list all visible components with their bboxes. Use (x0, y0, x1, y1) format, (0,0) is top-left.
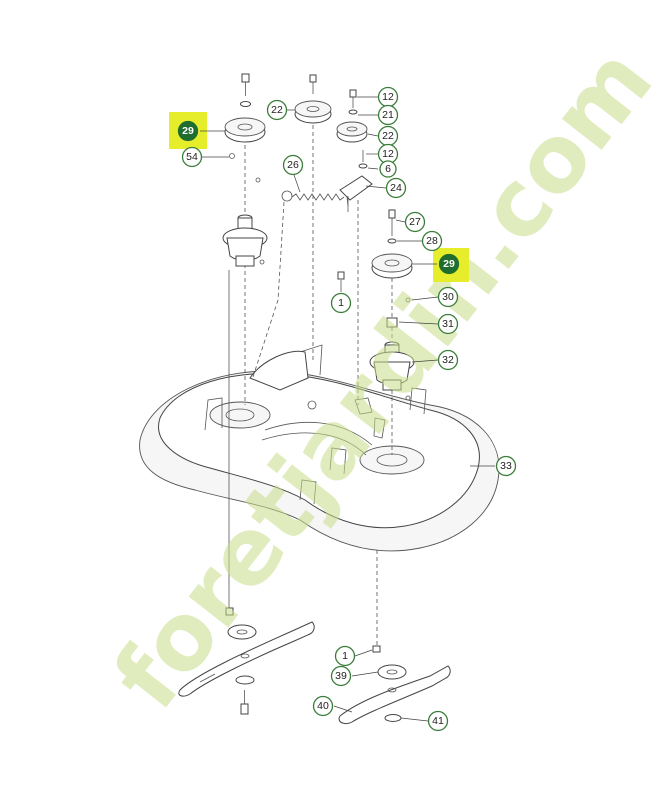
svg-text:12: 12 (382, 148, 394, 160)
right-spindle-stack (337, 209, 415, 455)
left-blade-assembly (178, 607, 315, 715)
callout-29-left: 29 (177, 120, 199, 142)
svg-text:22: 22 (271, 104, 283, 116)
callout-29-right: 29 (438, 253, 460, 275)
svg-text:1: 1 (338, 297, 344, 309)
callout-32: 32 (437, 349, 459, 371)
center-idler-stack (294, 74, 332, 360)
svg-text:29: 29 (182, 125, 194, 137)
callout-21: 21 (377, 104, 399, 126)
svg-text:24: 24 (390, 182, 402, 194)
callout-39: 39 (330, 665, 352, 687)
callout-41: 41 (427, 710, 449, 732)
callout-22-center: 22 (266, 99, 288, 121)
deck-housing (139, 344, 500, 552)
svg-text:32: 32 (442, 354, 454, 366)
callout-12-lower: 12 (377, 143, 399, 165)
left-spindle-stack (222, 73, 268, 610)
callout-30: 30 (437, 286, 459, 308)
callout-24: 24 (385, 177, 407, 199)
svg-text:39: 39 (335, 670, 347, 682)
svg-text:12: 12 (382, 91, 394, 103)
svg-text:30: 30 (442, 291, 454, 303)
callout-1-lower: 1 (334, 645, 356, 667)
svg-text:29: 29 (443, 258, 455, 270)
svg-text:27: 27 (409, 216, 421, 228)
svg-text:28: 28 (426, 235, 438, 247)
svg-text:26: 26 (287, 159, 299, 171)
svg-text:1: 1 (342, 650, 348, 662)
callout-31: 31 (437, 313, 459, 335)
right-idler-stack (336, 89, 373, 405)
svg-text:33: 33 (500, 460, 512, 472)
svg-text:21: 21 (382, 109, 394, 121)
callout-12-top: 12 (377, 86, 399, 108)
callout-27: 27 (404, 211, 426, 233)
callout-22-right: 22 (377, 125, 399, 147)
svg-text:40: 40 (317, 700, 329, 712)
callout-1-center: 1 (330, 292, 352, 314)
svg-text:31: 31 (442, 318, 454, 330)
svg-text:22: 22 (382, 130, 394, 142)
callout-6: 6 (379, 160, 397, 178)
callout-54: 54 (181, 146, 203, 168)
callout-26: 26 (282, 154, 304, 176)
spring (251, 190, 349, 381)
right-blade-assembly (338, 550, 451, 725)
svg-text:6: 6 (385, 163, 391, 175)
callout-40: 40 (312, 695, 334, 717)
svg-text:41: 41 (432, 715, 444, 727)
svg-text:54: 54 (186, 151, 198, 163)
callout-28: 28 (421, 230, 443, 252)
callout-33: 33 (495, 455, 517, 477)
